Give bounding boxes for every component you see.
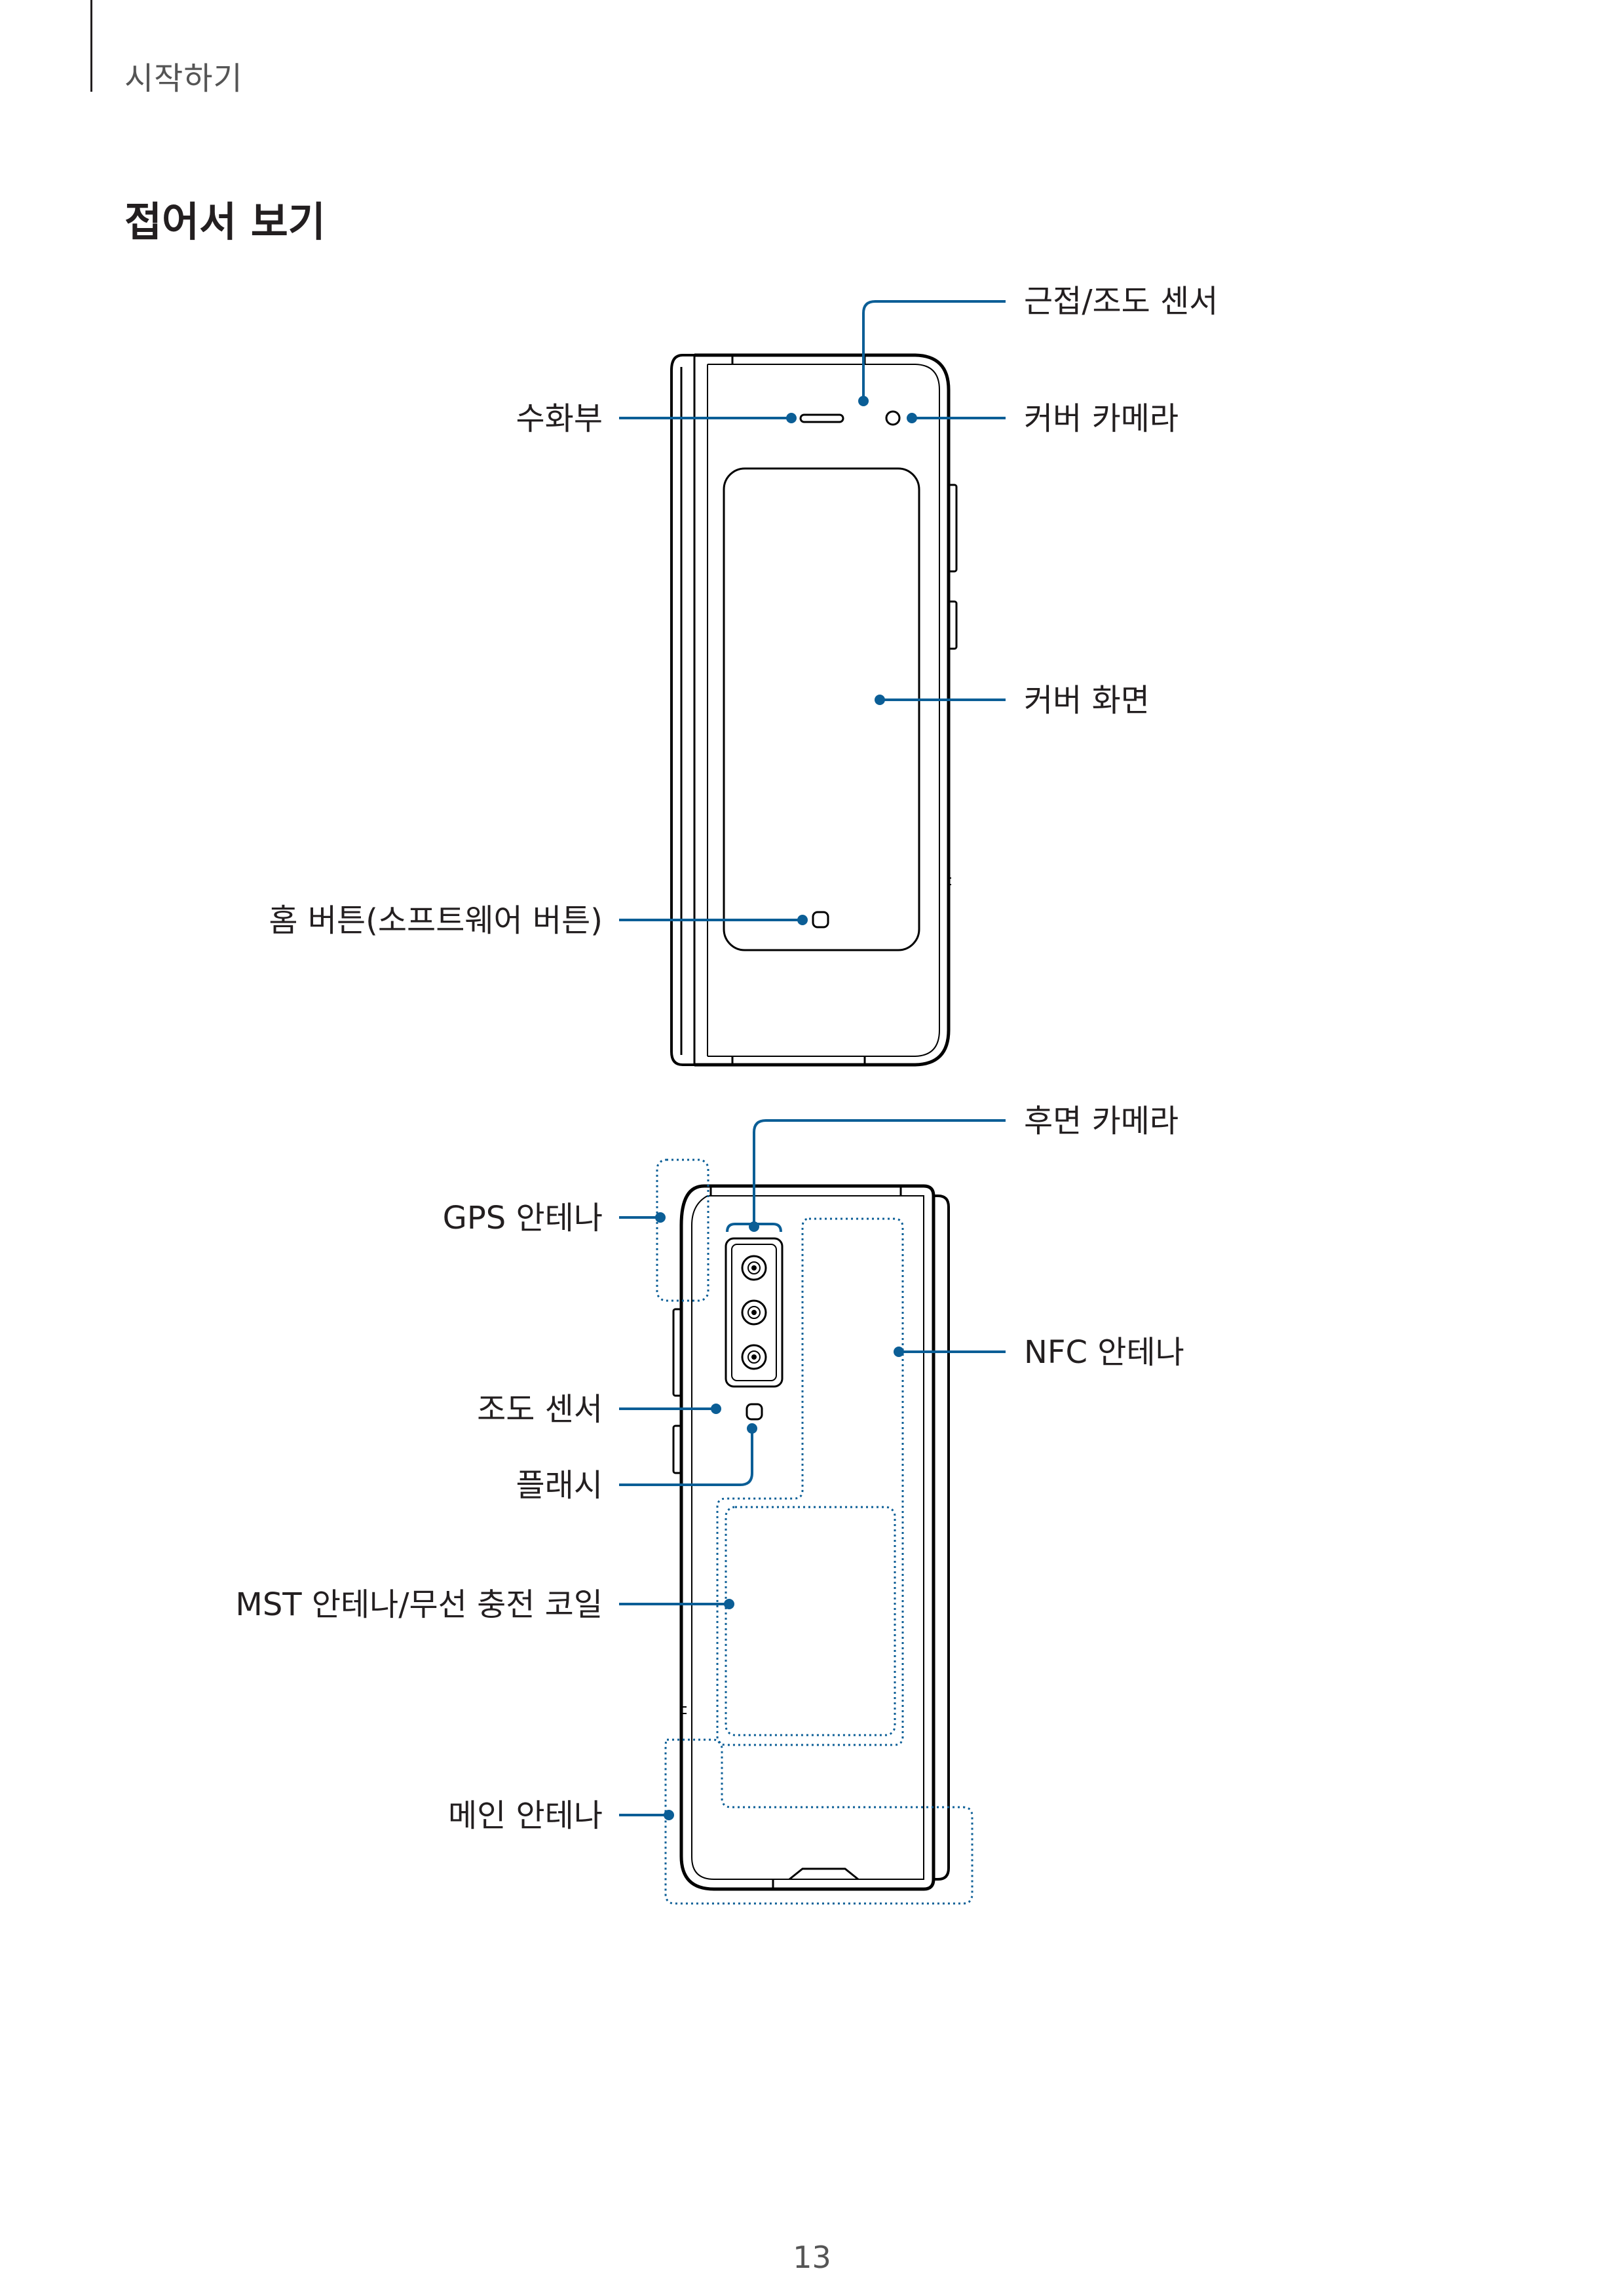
label-flash: 플래시 [516, 1467, 603, 1504]
front-callouts [619, 300, 1006, 921]
rear-device [672, 1184, 950, 1891]
header-rule [90, 0, 92, 92]
label-home-button: 홈 버튼(소프트웨어 버튼) [269, 902, 603, 939]
label-rear-camera: 후면 카메라 [1024, 1103, 1179, 1139]
label-main-antenna: 메인 안테나 [448, 1797, 603, 1834]
label-proximity-light-sensor: 근접/조도 센서 [1024, 283, 1218, 320]
label-cover-camera: 커버 카메라 [1024, 400, 1179, 437]
rear-callout-dots [655, 1212, 904, 1820]
label-nfc-antenna: NFC 안테나 [1024, 1334, 1184, 1371]
label-gps-antenna: GPS 안테나 [443, 1200, 603, 1236]
page-number: 13 [793, 2240, 831, 2275]
label-cover-screen: 커버 화면 [1024, 682, 1150, 719]
front-callout-dots [786, 396, 917, 925]
rear-lens-centers [751, 1265, 757, 1360]
label-light-sensor: 조도 센서 [477, 1391, 603, 1428]
label-mst-antenna: MST 안테나/무선 충전 코일 [235, 1586, 603, 1623]
antenna-areas [656, 1158, 973, 1905]
front-device [670, 353, 958, 1067]
section-label: 시작하기 [124, 60, 243, 97]
page-heading: 접어서 보기 [124, 198, 326, 246]
label-earpiece: 수화부 [516, 400, 603, 437]
